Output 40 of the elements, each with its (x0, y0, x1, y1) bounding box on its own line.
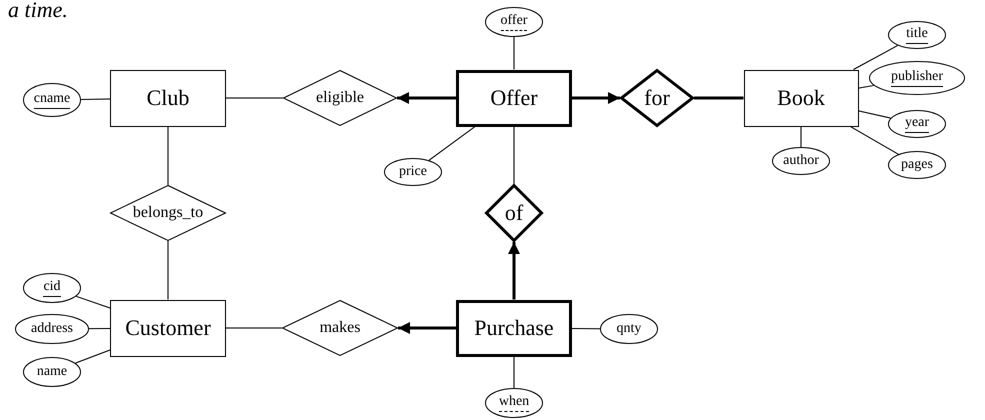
attribute-name: publisher (890, 69, 944, 87)
arrow (508, 242, 520, 300)
connector-line (88, 328, 110, 330)
attribute-name: address (31, 321, 73, 337)
relationship-name: belongs_to (132, 204, 204, 222)
attribute-name: when (498, 394, 530, 412)
connector-line (572, 328, 600, 330)
entity-name: Club (146, 86, 190, 110)
connector-line (850, 126, 899, 155)
connector-line (852, 44, 898, 70)
connector-line (858, 110, 892, 119)
relationship-name: for (644, 86, 670, 110)
attribute-name: offer (500, 13, 528, 31)
attribute-name: title (906, 26, 928, 44)
connector-line (80, 98, 110, 100)
arrow (398, 322, 456, 334)
entity-name: Offer (490, 86, 538, 110)
attribute-name: qnty (616, 321, 642, 337)
connector-line (76, 296, 110, 308)
attribute-name: cid (43, 279, 61, 297)
attribute-name: cname (34, 91, 70, 109)
connector-line (694, 96, 744, 100)
text-fragment: a time. (8, 0, 68, 23)
entity-name: Customer (125, 316, 211, 340)
connector-line (74, 350, 110, 364)
connector-line (858, 84, 874, 89)
attribute-name: name (36, 364, 68, 380)
relationship-name: makes (320, 319, 360, 337)
entity-name: Book (777, 86, 825, 110)
relationship-name: eligible (316, 89, 364, 107)
entity-name: Purchase (474, 316, 554, 340)
arrow (397, 92, 456, 104)
connector-line (800, 126, 802, 148)
attribute-name: price (399, 164, 427, 180)
arrow (572, 92, 620, 104)
relationship-name: of (504, 200, 524, 226)
attribute-name: author (783, 153, 819, 169)
connector-line (428, 126, 476, 161)
attribute-name: pages (901, 157, 933, 173)
attribute-name: year (904, 115, 930, 133)
